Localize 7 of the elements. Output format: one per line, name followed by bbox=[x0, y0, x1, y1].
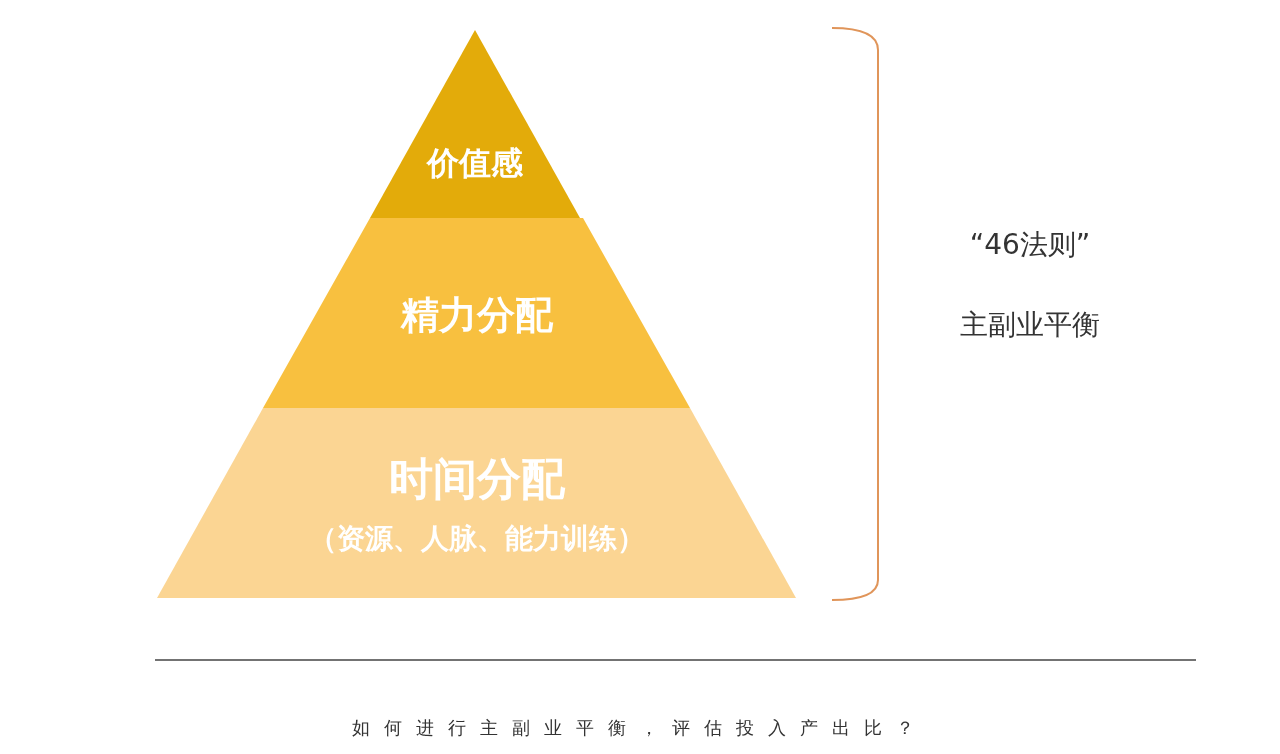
tier-label: 价值感 bbox=[427, 143, 523, 184]
tier-label: 精力分配 bbox=[400, 292, 553, 339]
rule-name: “46法则” bbox=[968, 227, 1092, 263]
caption: 如何进行主副业平衡，评估投入产出比？ bbox=[352, 717, 928, 738]
tier-label: 时间分配 bbox=[388, 452, 565, 506]
rule-description: 主副业平衡 bbox=[959, 307, 1101, 343]
tier-note: （资源、人脉、能力训练） bbox=[308, 521, 645, 557]
